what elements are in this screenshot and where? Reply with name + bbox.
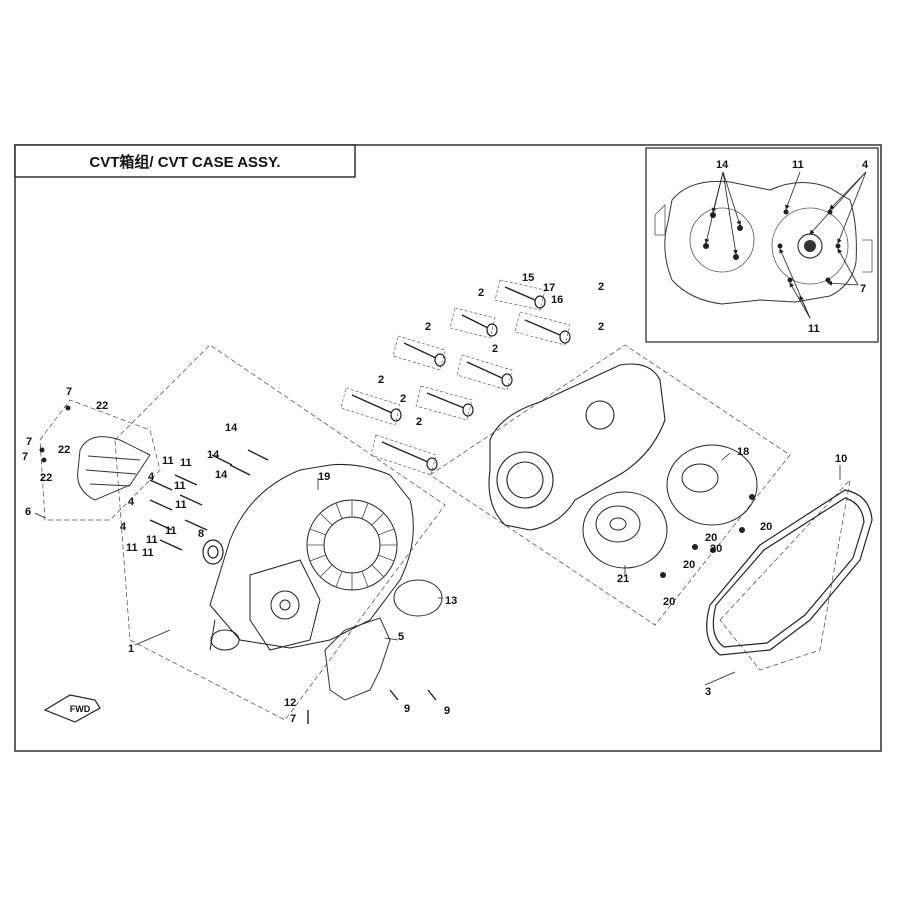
callout-13: 13 [445, 595, 457, 607]
callout-9: 9 [404, 703, 410, 715]
callout-7: 7 [66, 386, 72, 398]
callout-14: 14 [225, 422, 238, 434]
inset-callout-4: 4 [862, 159, 869, 171]
callout-1: 1 [128, 643, 134, 655]
callout-20: 20 [683, 559, 695, 571]
callout-11: 11 [126, 542, 138, 554]
callout-11: 11 [142, 547, 154, 559]
dashed-group-gasket [719, 478, 851, 671]
screws-7-top-left [39, 405, 71, 463]
callout-2: 2 [478, 287, 484, 299]
diagram-title: CVT箱组/ CVT CASE ASSY. [89, 153, 280, 171]
sheet-border [14, 144, 882, 752]
callout-2: 2 [378, 374, 384, 386]
callout-2: 2 [598, 281, 604, 293]
callout-22: 22 [96, 400, 108, 412]
callout-11: 11 [162, 455, 174, 467]
callout-20: 20 [705, 532, 717, 544]
seal-8 [202, 539, 224, 565]
callout-2: 2 [416, 416, 422, 428]
inset-callout-11: 11 [792, 159, 804, 171]
callout-16: 16 [551, 294, 563, 306]
bolts-bottom [307, 689, 437, 724]
callout-22: 22 [58, 444, 70, 456]
leader-lines [34, 452, 841, 686]
callout-11: 11 [146, 534, 158, 546]
callout-12: 12 [284, 697, 296, 709]
callout-4: 4 [128, 496, 135, 508]
inset-callout-11: 11 [808, 323, 820, 335]
callout-15: 15 [522, 272, 534, 284]
callout-11: 11 [175, 499, 187, 511]
callout-10: 10 [835, 453, 847, 465]
callout-7: 7 [26, 436, 32, 448]
callout-7: 7 [290, 713, 296, 725]
disc-18 [666, 444, 758, 526]
dashed-group-left-cover [39, 399, 161, 521]
gasket-large [706, 489, 873, 656]
pulley-21 [582, 491, 668, 569]
fwd-arrow: FWD [43, 694, 101, 723]
gasket-13 [393, 579, 443, 617]
callout-20: 20 [710, 543, 722, 555]
callout-11: 11 [174, 480, 186, 492]
outer-case [488, 363, 666, 531]
callout-19: 19 [318, 471, 330, 483]
inset-callout-14: 14 [716, 159, 729, 171]
bolts-top [351, 286, 561, 463]
callout-2: 2 [598, 321, 604, 333]
gasket-5 [324, 617, 391, 701]
callout-3: 3 [705, 686, 711, 698]
callout-8: 8 [198, 528, 204, 540]
callout-2: 2 [425, 321, 431, 333]
dashed-group-inner-case [114, 344, 446, 721]
callout-5: 5 [398, 631, 404, 643]
callout-20: 20 [760, 521, 772, 533]
callout-9: 9 [444, 705, 450, 717]
inner-case [209, 464, 414, 651]
callout-7: 7 [22, 451, 28, 463]
inset-detail [645, 147, 879, 343]
callout-2: 2 [492, 343, 498, 355]
title-box: CVT箱组/ CVT CASE ASSY. [14, 144, 356, 178]
washers-top [390, 295, 571, 471]
dashed-bolt-brackets [340, 279, 571, 476]
callout-21: 21 [617, 573, 629, 585]
callout-6: 6 [25, 506, 31, 518]
callout-18: 18 [737, 446, 749, 458]
callout-11: 11 [180, 457, 192, 469]
bolts-left [149, 449, 269, 551]
callout-20: 20 [663, 596, 675, 608]
callout-4: 4 [148, 471, 155, 483]
callout-2: 2 [400, 393, 406, 405]
inner-shield [77, 436, 151, 501]
callout-11: 11 [165, 525, 177, 537]
callout-4: 4 [120, 521, 127, 533]
callouts: 1 2 2 2 2 2 2 2 2 3 4 4 4 5 6 7 7 7 7 8 … [22, 159, 869, 725]
fwd-label: FWD [70, 704, 91, 714]
dashed-group-outer-case [429, 344, 791, 626]
callout-22: 22 [40, 472, 52, 484]
callout-14: 14 [215, 469, 228, 481]
callout-17: 17 [543, 282, 555, 294]
inset-callout-7: 7 [860, 283, 866, 295]
screws-20 [660, 494, 755, 578]
callout-14: 14 [207, 449, 220, 461]
